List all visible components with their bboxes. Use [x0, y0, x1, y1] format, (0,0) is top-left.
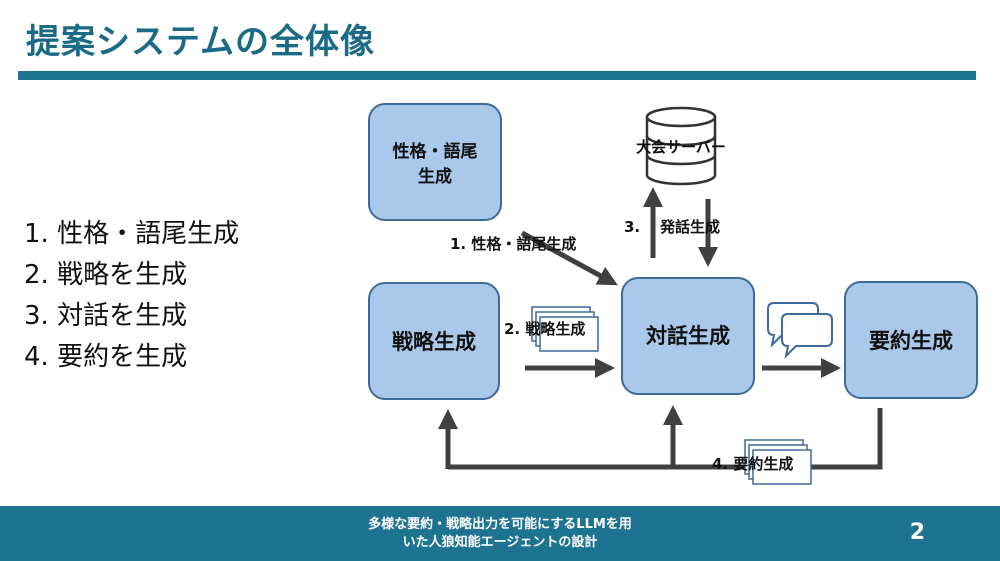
- document-stack-icon: [744, 439, 812, 485]
- database-icon: [645, 106, 717, 186]
- step2-label: 2. 戦略生成: [504, 320, 585, 338]
- dialogue-box-label: 対話生成: [646, 324, 730, 348]
- footer-line: いた人狼知能エージェントの設計: [402, 535, 598, 550]
- persona-box-label: 生成: [418, 166, 452, 187]
- step1-label: 1. 性格・語尾生成: [450, 235, 576, 253]
- footer-line: 多様な要約・戦略出力を可能にするLLMを用: [368, 517, 632, 532]
- footer-text: 多様な要約・戦略出力を可能にするLLMを用 いた人狼知能エージェントの設計: [0, 516, 1000, 552]
- document-stack-icon: [531, 306, 599, 352]
- strategy-box: [368, 282, 500, 400]
- step-item: 4. 要約を生成: [24, 342, 188, 372]
- step4-label: 4. 要約生成: [712, 455, 793, 473]
- footer-bar: 多様な要約・戦略出力を可能にするLLMを用 いた人狼知能エージェントの設計 2: [0, 506, 1000, 561]
- chat-bubbles-icon: [767, 302, 833, 360]
- feedback-line: [448, 408, 883, 470]
- system-diagram: 性格・語尾 生成 戦略生成 対話生成 要約生成 大会サーバー 1. 性格・語尾生…: [368, 103, 978, 485]
- step3-label: 発話生成: [659, 218, 720, 236]
- persona-box: [368, 103, 502, 221]
- dialogue-box: [621, 277, 755, 395]
- step-item: 3. 対話を生成: [24, 301, 188, 331]
- step3-number: 3.: [624, 218, 640, 236]
- strategy-box-label: 戦略生成: [392, 330, 476, 354]
- page-title: 提案システムの全体像: [26, 22, 375, 62]
- summary-box-label: 要約生成: [869, 329, 953, 353]
- page-number: 2: [909, 520, 925, 545]
- arrow-persona-to-dialogue: [520, 230, 618, 286]
- summary-box: [844, 281, 978, 399]
- step-item: 1. 性格・語尾生成: [24, 219, 240, 249]
- title-divider: [18, 71, 976, 80]
- step-list: 1. 性格・語尾生成 2. 戦略を生成 3. 対話を生成 4. 要約を生成: [24, 214, 239, 378]
- persona-box-label: 性格・語尾: [393, 141, 478, 162]
- server-label: 大会サーバー: [636, 138, 726, 156]
- step-item: 2. 戦略を生成: [24, 260, 188, 290]
